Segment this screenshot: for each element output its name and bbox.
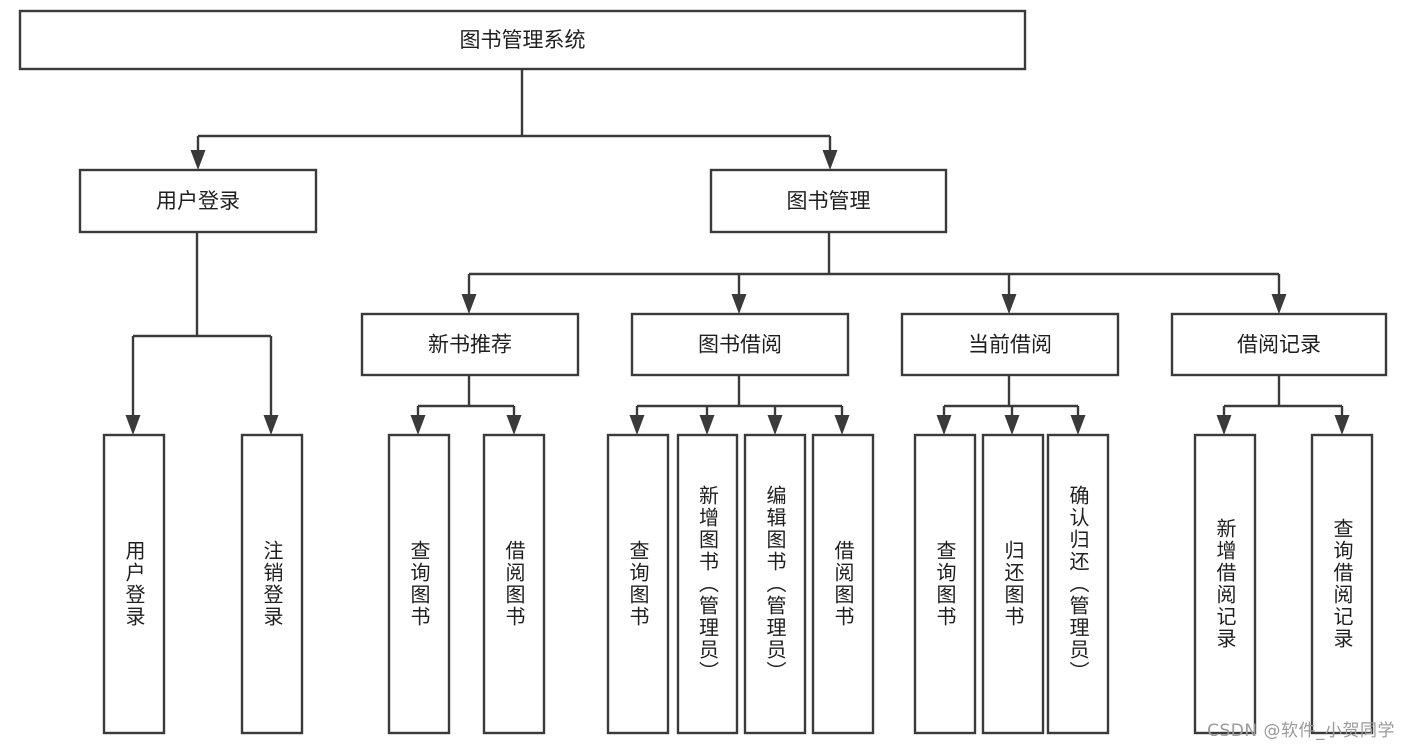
arrow-head-icon (1070, 415, 1086, 435)
leaf-node-11[interactable] (1193, 433, 1257, 735)
leaf-node-12[interactable] (1310, 433, 1374, 735)
arrow-head-icon (506, 415, 522, 435)
arrow-head-icon (767, 415, 783, 435)
node-box[interactable] (1046, 433, 1110, 735)
node-label: 图书管理系统 (460, 28, 586, 52)
node-box[interactable] (18, 9, 1027, 71)
leaf-node-10[interactable] (1046, 433, 1110, 735)
node-box[interactable] (900, 312, 1120, 377)
node-box[interactable] (743, 433, 807, 735)
level2-node-0[interactable]: 用户登录 (78, 168, 318, 234)
node-box[interactable] (606, 433, 670, 735)
arrow-head-icon (461, 294, 477, 314)
leaf-node-2[interactable] (387, 433, 451, 735)
root-node[interactable]: 图书管理系统 (18, 9, 1027, 71)
leaf-node-7[interactable] (811, 433, 875, 735)
arrow-head-icon (822, 150, 838, 170)
arrow-head-icon (1001, 294, 1017, 314)
node-box[interactable] (387, 433, 451, 735)
arrow-head-icon (699, 415, 715, 435)
connector-group-user-login-to-leaves (125, 232, 279, 435)
connector-group-book-manage-to-level3 (461, 232, 1287, 314)
leaf-node-1[interactable] (240, 433, 304, 735)
arrow-head-icon (263, 415, 279, 435)
node-label: 图书借阅 (698, 333, 782, 357)
node-box[interactable] (913, 433, 977, 735)
node-box[interactable] (676, 433, 739, 735)
level3-node-0[interactable]: 新书推荐 (360, 312, 580, 377)
node-box[interactable] (1193, 433, 1257, 735)
arrow-head-icon (731, 294, 747, 314)
leaf-node-5[interactable] (676, 433, 739, 735)
connector-group-root-to-level2 (190, 69, 838, 170)
level3-node-1[interactable]: 图书借阅 (630, 312, 850, 377)
connector-group-new-book-to-leaves (410, 375, 522, 435)
node-label: 用户登录 (156, 189, 240, 213)
node-box[interactable] (240, 433, 304, 735)
node-box[interactable] (709, 168, 948, 234)
node-box[interactable] (102, 433, 166, 735)
level3-node-3[interactable]: 借阅记录 (1170, 312, 1388, 377)
arrow-head-icon (190, 150, 206, 170)
node-box[interactable] (360, 312, 580, 377)
leaf-node-9[interactable] (981, 433, 1045, 735)
csdn-watermark: CSDN @软件_小贺同学 (1207, 721, 1395, 741)
node-label: 图书管理 (787, 189, 871, 213)
node-box[interactable] (1170, 312, 1388, 377)
arrow-head-icon (936, 415, 952, 435)
arrow-head-icon (834, 415, 850, 435)
level3-node-2[interactable]: 当前借阅 (900, 312, 1120, 377)
leaf-node-8[interactable] (913, 433, 977, 735)
leaf-node-4[interactable] (606, 433, 670, 735)
node-label: 借阅记录 (1237, 333, 1321, 357)
arrow-head-icon (1334, 415, 1350, 435)
arrow-head-icon (1004, 415, 1020, 435)
node-box[interactable] (630, 312, 850, 377)
level2-node-1[interactable]: 图书管理 (709, 168, 948, 234)
leaf-node-0[interactable] (102, 433, 166, 735)
node-label: 当前借阅 (968, 333, 1052, 357)
arrow-head-icon (629, 415, 645, 435)
node-box[interactable] (811, 433, 875, 735)
arrow-head-icon (1216, 415, 1232, 435)
connector-group-borrow-record-to-leaves (1216, 375, 1350, 435)
leaf-node-3[interactable] (482, 433, 546, 735)
arrow-head-icon (125, 415, 141, 435)
leaf-node-6[interactable] (743, 433, 807, 735)
arrow-head-icon (410, 415, 426, 435)
connector-group-book-borrow-to-leaves (629, 375, 850, 435)
node-box[interactable] (78, 168, 318, 234)
node-box[interactable] (1310, 433, 1374, 735)
arrow-head-icon (1271, 294, 1287, 314)
node-box[interactable] (482, 433, 546, 735)
connector-group-current-borrow-to-leaves (936, 375, 1086, 435)
node-box[interactable] (981, 433, 1045, 735)
node-label: 新书推荐 (428, 333, 512, 357)
